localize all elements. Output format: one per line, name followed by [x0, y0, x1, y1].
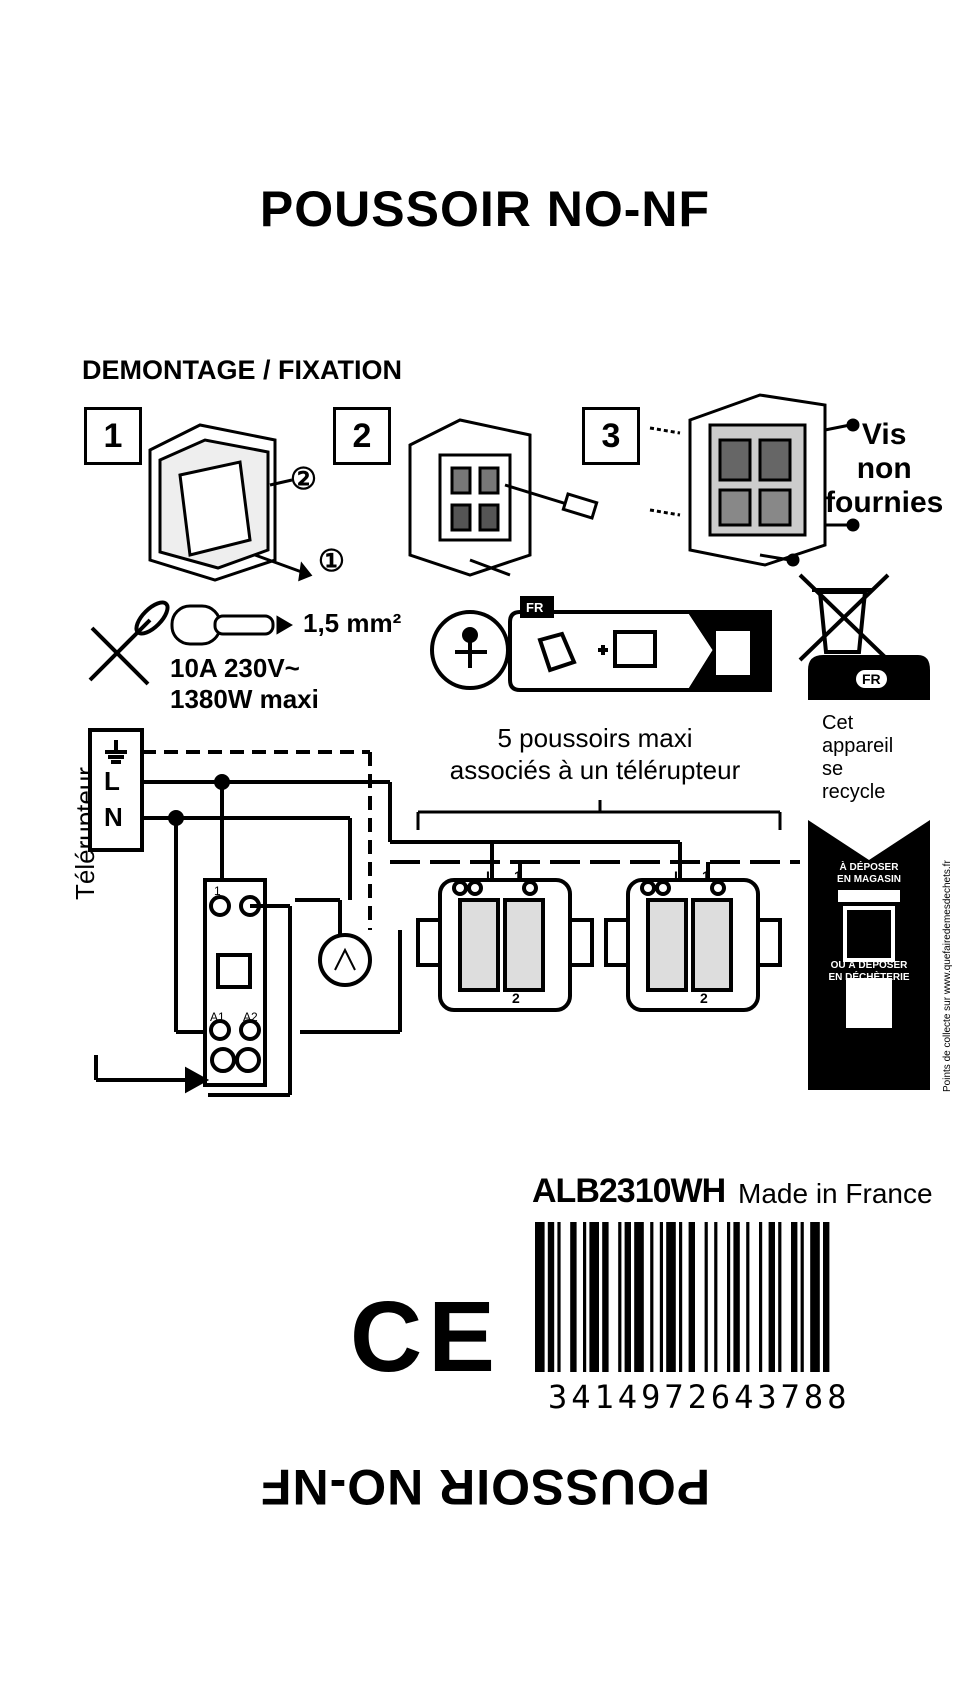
barcode-bar	[659, 1222, 663, 1372]
recycle-message: Cet appareil se recycle	[822, 712, 893, 804]
crossed-bin-icon	[798, 573, 890, 662]
screws-note-line-2: non	[856, 452, 912, 485]
recycle-fr-badge: FR	[856, 670, 887, 688]
screws-note: Vis non fournies	[825, 418, 943, 520]
wiring-note-line-2: associés à un télérupteur	[449, 755, 741, 785]
callout-1: ①	[318, 545, 345, 578]
cable-strip-icon	[170, 604, 293, 646]
no-screwdriver-icon	[88, 600, 170, 686]
barcode-bar	[810, 1222, 820, 1372]
recycle-line-2: appareil	[822, 735, 894, 757]
barcode-bar	[624, 1222, 631, 1372]
terminal-l: L	[104, 766, 120, 796]
recycle-panel	[808, 655, 930, 1090]
page-title-flipped: POUSSOIR NO-NF	[259, 1459, 711, 1515]
barcode-bar	[688, 1222, 695, 1372]
barcode-bar	[589, 1222, 599, 1372]
switch-2-terminal-2: 2	[700, 990, 708, 1006]
barcode-bar	[733, 1222, 740, 1372]
relay-terminal-a2: A2	[243, 1010, 258, 1024]
barcode-bar	[823, 1222, 830, 1372]
switch-1-terminal-l: L	[486, 868, 495, 884]
origin-label: Made in France	[738, 1178, 933, 1209]
barcode-bar	[583, 1222, 587, 1372]
barcode-bar	[768, 1222, 775, 1372]
switch-2-terminal-1: 1	[702, 868, 710, 884]
screws-note-line-1: Vis	[861, 418, 907, 451]
barcode-bar	[602, 1222, 609, 1372]
barcode-bar	[666, 1222, 676, 1372]
barcode-bar	[547, 1222, 555, 1372]
dump-drop-label-1: OU À DÉPOSER	[830, 960, 908, 971]
barcode-bar	[746, 1222, 750, 1372]
wiring-diagram	[88, 728, 800, 1097]
triman-logo	[430, 610, 510, 690]
page-title: POUSSOIR NO-NF	[259, 181, 711, 237]
store-drop-label: À DÉPOSER EN MAGASIN	[814, 862, 924, 886]
store-drop-label-2: EN MAGASIN	[837, 874, 901, 885]
screws-note-line-3: fournies	[825, 486, 944, 519]
wiring-note: 5 poussoirs maxi associés à un télérupte…	[395, 722, 795, 786]
switch-open-illustration	[408, 418, 599, 577]
pushbutton-mechanism-1	[416, 878, 594, 1012]
barcode-bar	[714, 1222, 718, 1372]
step-1-badge: 1	[84, 407, 142, 465]
recycle-line-1: Cet	[822, 712, 854, 734]
step-2-badge: 2	[333, 407, 391, 465]
switch-2-terminal-l: L	[674, 868, 683, 884]
collection-points-note: Points de collecte sur www.quefairedemes…	[942, 860, 953, 1092]
barcode-bar	[634, 1222, 644, 1372]
barcode	[535, 1222, 830, 1372]
ce-mark: CE	[350, 1281, 501, 1393]
dump-drop-label: OU À DÉPOSER EN DÉCHÈTERIE	[814, 960, 924, 984]
barcode-bar	[679, 1222, 683, 1372]
ean-number: 3414972643788	[548, 1378, 851, 1416]
model-number: ALB2310WH	[532, 1172, 726, 1210]
barcode-bar	[759, 1222, 763, 1372]
barcode-bar	[557, 1222, 561, 1372]
barcode-bar	[727, 1222, 731, 1372]
callout-2: ②	[290, 463, 317, 496]
switch-1-terminal-1: 1	[514, 868, 522, 884]
barcode-bar	[791, 1222, 798, 1372]
relay-terminal-a1: A1	[210, 1010, 225, 1024]
barcode-bar	[704, 1222, 708, 1372]
mechanism-illustration	[649, 393, 860, 567]
recycle-line-4: recycle	[822, 781, 886, 803]
wiring-note-line-1: 5 poussoirs maxi	[497, 723, 693, 753]
store-drop-label-1: À DÉPOSER	[839, 862, 899, 873]
sorting-banner	[508, 596, 772, 692]
rating-line-2: 1380W maxi	[170, 684, 319, 714]
section-label: DEMONTAGE / FIXATION	[82, 355, 402, 385]
dump-drop-label-2: EN DÉCHÈTERIE	[828, 972, 910, 983]
cable-section: 1,5 mm²	[303, 608, 402, 638]
fr-badge-text: FR	[526, 600, 544, 615]
barcode-bar	[778, 1222, 782, 1372]
switch-1-terminal-2: 2	[512, 990, 520, 1006]
relay-terminal-1: 1	[214, 884, 221, 898]
rating-line-1: 10A 230V~	[170, 653, 300, 683]
barcode-bar	[535, 1222, 545, 1372]
barcode-bar	[570, 1222, 577, 1372]
switch-front-illustration	[148, 423, 313, 582]
barcode-bar	[650, 1222, 654, 1372]
step-3-badge: 3	[582, 407, 640, 465]
barcode-bar	[800, 1222, 804, 1372]
recycle-line-3: se	[822, 758, 844, 780]
pushbutton-mechanism-2	[604, 878, 782, 1012]
terminal-n: N	[104, 802, 123, 832]
barcode-bar	[618, 1222, 622, 1372]
